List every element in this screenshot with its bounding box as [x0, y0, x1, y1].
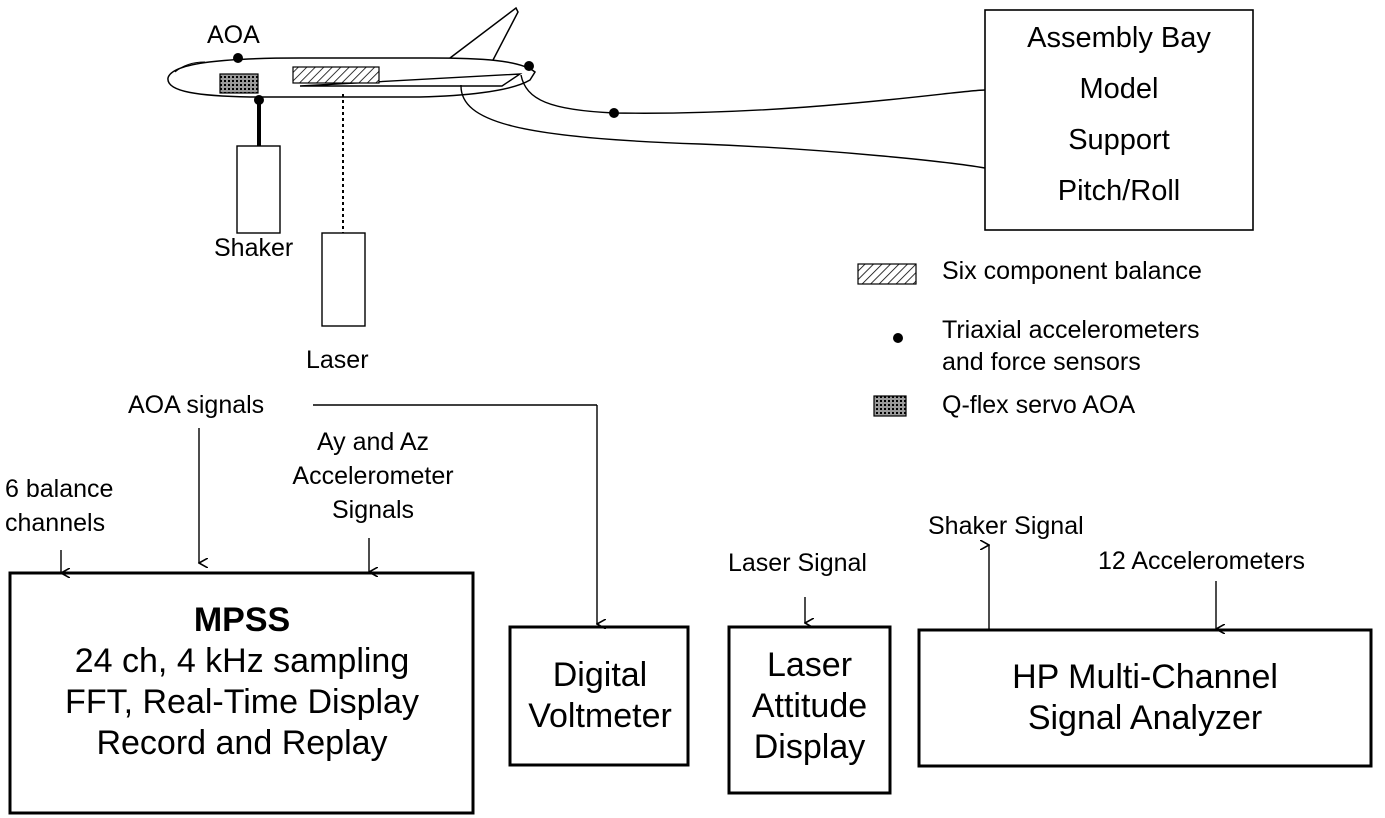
- balance-line-2: channels: [5, 509, 106, 537]
- six-component-balance-block: [292, 66, 380, 84]
- analyzer-box-frame: [917, 628, 1373, 768]
- aoa-label: AOA: [207, 21, 260, 49]
- voltmeter-box-text: Digital Voltmeter: [512, 655, 688, 737]
- balance-channels-label: 6 balance channels: [5, 472, 113, 540]
- laser-label: Laser: [306, 346, 369, 374]
- accelerometers-label: 12 Accelerometers: [1098, 547, 1306, 575]
- legend-accel-label-1: Triaxial accelerometers: [942, 316, 1200, 344]
- ayaz-line-3: Signals: [332, 496, 414, 524]
- laser-display-line-1: Laser: [766, 646, 853, 684]
- laser-signal-label: Laser Signal: [728, 549, 867, 577]
- aircraft-tail-fin: [448, 6, 519, 63]
- laser-body: [321, 232, 366, 327]
- mpss-title: MPSS: [193, 601, 291, 639]
- legend-qflex-swatch: [873, 395, 907, 417]
- voltmeter-line-2: Voltmeter: [528, 697, 672, 735]
- ayaz-line-2: Accelerometer: [292, 462, 454, 490]
- legend-balance-label: Six component balance: [942, 257, 1202, 285]
- aircraft-model: [167, 6, 536, 105]
- ayaz-signals-label: Ay and Az Accelerometer Signals: [273, 425, 473, 527]
- mpss-line-3: Record and Replay: [96, 724, 388, 762]
- mpss-line-1: 24 ch, 4 kHz sampling: [74, 642, 410, 680]
- shaker-body: [236, 145, 281, 234]
- mpss-box-text: MPSS 24 ch, 4 kHz sampling FFT, Real-Tim…: [12, 600, 472, 764]
- support-line-4: Pitch/Roll: [1057, 175, 1181, 207]
- laser-display-line-3: Display: [753, 728, 866, 766]
- shaker-label: Shaker: [214, 234, 294, 262]
- analyzer-line-1: HP Multi-Channel: [1012, 658, 1278, 696]
- qflex-servo-aoa-block: [219, 73, 259, 94]
- tail-accelerometer-dot: [524, 61, 534, 71]
- shaker-signal-label: Shaker Signal: [928, 512, 1084, 540]
- mpss-line-2: FFT, Real-Time Display: [65, 683, 419, 721]
- legend-accelerometer-dot: [893, 333, 903, 343]
- analyzer-box-text: HP Multi-Channel Signal Analyzer: [921, 657, 1369, 739]
- sting-lower: [460, 84, 986, 169]
- support-line-1: Assembly Bay: [1027, 22, 1211, 54]
- support-box-frame: [984, 9, 1254, 231]
- aoa-signals-label: AOA signals: [128, 391, 265, 419]
- support-line-2: Model: [1079, 73, 1159, 105]
- ayaz-line-1: Ay and Az: [316, 428, 430, 456]
- analyzer-line-2: Signal Analyzer: [1027, 699, 1263, 737]
- laser-display-box-frame: [727, 625, 892, 795]
- laser-display-box-text: Laser Attitude Display: [731, 645, 888, 768]
- voltmeter-box-frame: [508, 625, 690, 767]
- support-box-text: Assembly Bay Model Support Pitch/Roll: [987, 13, 1251, 217]
- sting-upper: [520, 74, 986, 114]
- sting-accelerometer-dot: [609, 108, 619, 118]
- legend-balance-swatch: [857, 263, 917, 285]
- legend-accel-label-2: and force sensors: [942, 348, 1141, 376]
- laser-display-line-2: Attitude: [751, 687, 868, 725]
- mpss-box-frame: [8, 571, 475, 815]
- aoa-accelerometer-dot: [233, 53, 243, 63]
- legend-qflex-label: Q-flex servo AOA: [942, 391, 1136, 419]
- support-line-3: Support: [1068, 124, 1170, 156]
- balance-line-1: 6 balance: [5, 475, 114, 503]
- aircraft-cockpit-line: [174, 61, 206, 73]
- voltmeter-line-1: Digital: [552, 656, 648, 694]
